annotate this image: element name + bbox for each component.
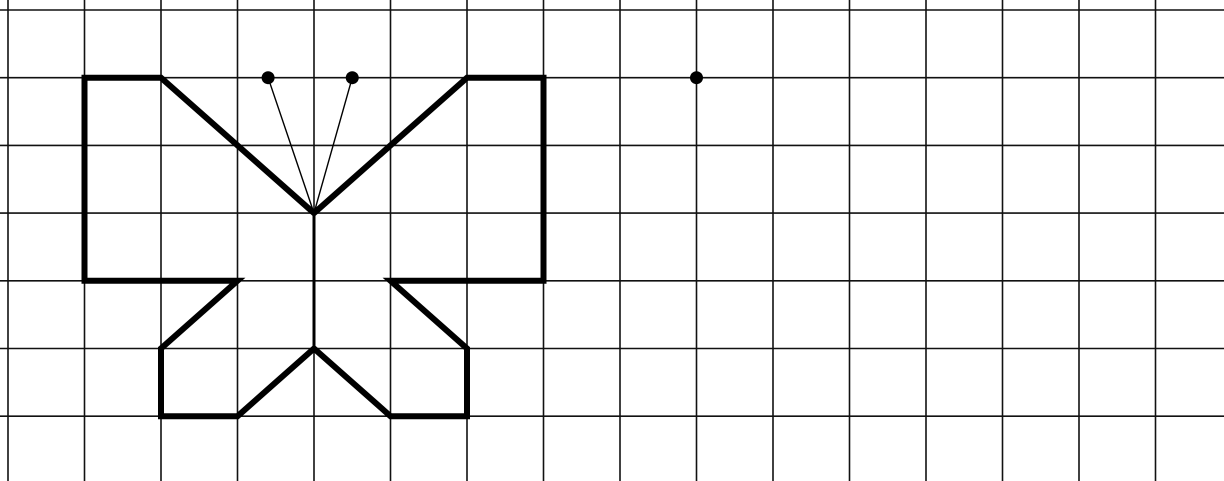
antenna-dot — [346, 71, 359, 84]
antenna-dot — [262, 71, 275, 84]
marker-dot — [690, 71, 703, 84]
